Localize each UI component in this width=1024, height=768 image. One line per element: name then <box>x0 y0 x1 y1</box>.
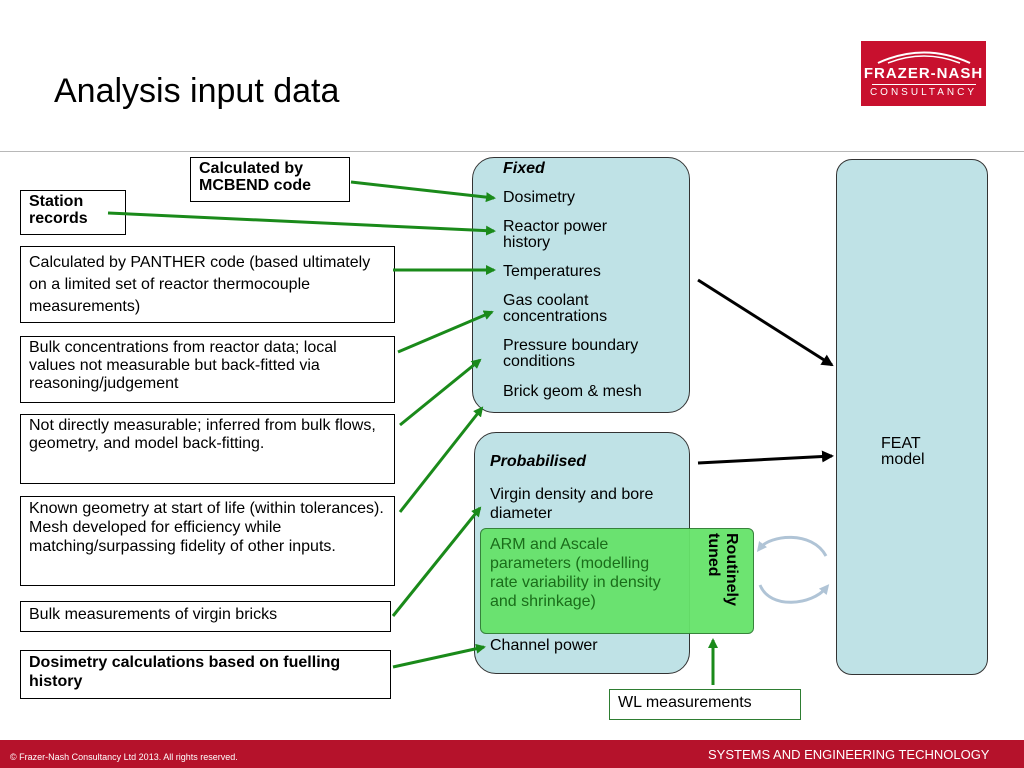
source-bulk-measurements: Bulk measurements of virgin bricks <box>20 601 391 632</box>
source-dosimetry-calculations: Dosimetry calculations based on fuelling… <box>20 650 391 699</box>
source-not-measurable: Not directly measurable; inferred from b… <box>20 414 395 484</box>
routinely-tuned-box <box>480 528 754 634</box>
fixed-item-gas-coolant: Gas coolant concentrations <box>503 292 608 325</box>
arrow-station-to-reactor-power <box>107 211 496 236</box>
arrow-bulk-conc-to-gas-coolant <box>397 310 494 354</box>
logo-arc-icon <box>877 51 970 64</box>
fixed-heading: Fixed <box>503 160 545 177</box>
fixed-item-dosimetry: Dosimetry <box>503 189 576 206</box>
title-divider <box>0 151 1024 152</box>
logo-divider <box>871 84 976 85</box>
routinely-tuned-label: Routinely tuned <box>705 533 740 606</box>
source-mcbend: Calculated by MCBEND code <box>190 157 350 202</box>
footer-copyright: © Frazer-Nash Consultancy Ltd 2013. All … <box>10 752 238 762</box>
arrow-fixed-to-feat <box>697 278 834 367</box>
source-known-geometry: Known geometry at start of life (within … <box>20 496 395 586</box>
company-logo: FRAZER-NASH CONSULTANCY <box>861 41 986 106</box>
arrow-bulk-meas-to-virgin-density <box>391 506 482 617</box>
probabilised-arm-ascale: ARM and Ascale parameters (modelling rat… <box>490 536 661 610</box>
slide-title: Analysis input data <box>54 72 340 110</box>
probabilised-virgin-density: Virgin density and bore diameter <box>490 486 654 522</box>
footer-bar <box>0 740 1024 768</box>
fixed-item-brick-geom: Brick geom & mesh <box>503 383 642 400</box>
arrow-probabilised-to-feat <box>697 450 834 465</box>
fixed-item-reactor-power: Reactor power history <box>503 218 608 251</box>
wl-measurements-box: WL measurements <box>609 689 801 720</box>
feat-model-label: FEAT model <box>881 435 925 468</box>
fixed-item-temperatures: Temperatures <box>503 263 601 280</box>
feat-model-panel <box>836 159 988 675</box>
arrow-dosimetry-calc-to-channel-power <box>392 643 486 669</box>
fixed-panel <box>472 157 690 413</box>
probabilised-channel-power: Channel power <box>490 637 598 654</box>
fixed-item-pressure-boundary: Pressure boundary conditions <box>503 337 639 370</box>
cycle-arrow-bottom-icon <box>758 584 830 604</box>
logo-main-text: FRAZER-NASH <box>863 65 984 82</box>
cycle-arrow-top-icon <box>756 535 828 557</box>
arrow-not-measurable-to-pressure <box>399 358 482 427</box>
source-bulk-concentrations: Bulk concentrations from reactor data; l… <box>20 336 395 403</box>
arrow-mcbend-to-dosimetry <box>350 180 496 203</box>
logo-sub-text: CONSULTANCY <box>869 87 978 98</box>
arrow-known-geom-to-brick-geom <box>398 406 484 513</box>
probabilised-heading: Probabilised <box>490 453 587 470</box>
source-panther: Calculated by PANTHER code (based ultima… <box>20 246 395 323</box>
footer-tagline: SYSTEMS AND ENGINEERING TECHNOLOGY <box>708 747 990 762</box>
